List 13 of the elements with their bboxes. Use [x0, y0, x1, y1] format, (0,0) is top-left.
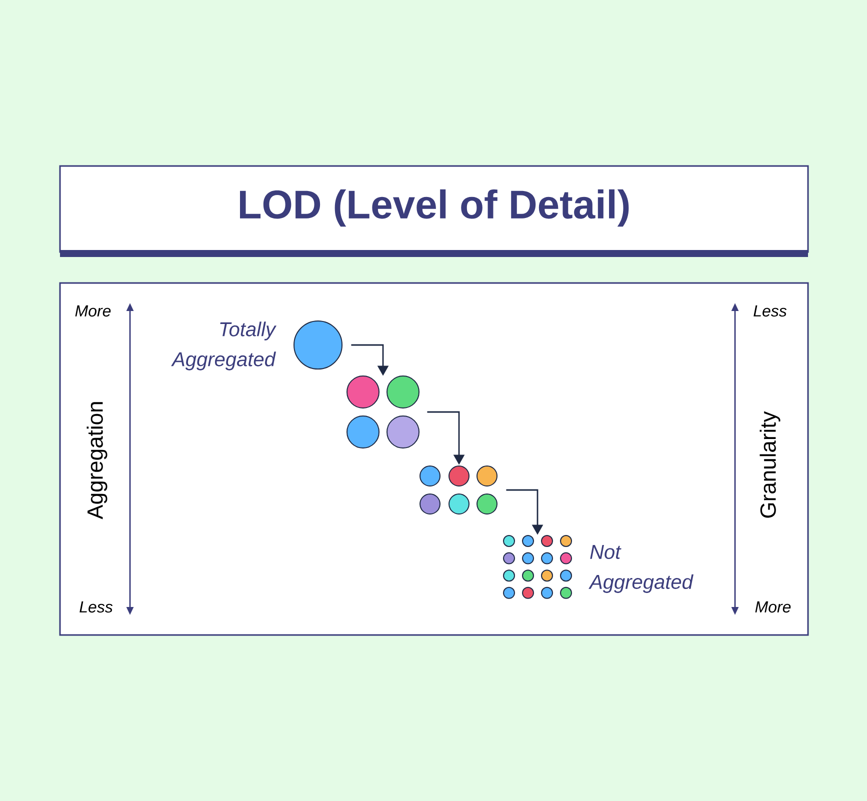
axis-end-label: Less	[80, 601, 113, 613]
axis-label: Granularity	[760, 411, 780, 518]
cluster-caption: Not Aggregated	[588, 545, 694, 593]
axis-label: Aggregation	[86, 402, 108, 520]
cluster-caption: Totally Aggregated	[171, 322, 276, 370]
circle-cluster	[346, 376, 420, 448]
circle	[294, 320, 342, 370]
circle-cluster	[420, 466, 498, 514]
circle-cluster	[503, 535, 572, 599]
axis-end-label: More	[755, 601, 791, 613]
axis-end-label: More	[75, 305, 111, 317]
axis-end-label: Less	[754, 305, 787, 317]
title: LOD (Level of Detail)	[240, 189, 629, 227]
